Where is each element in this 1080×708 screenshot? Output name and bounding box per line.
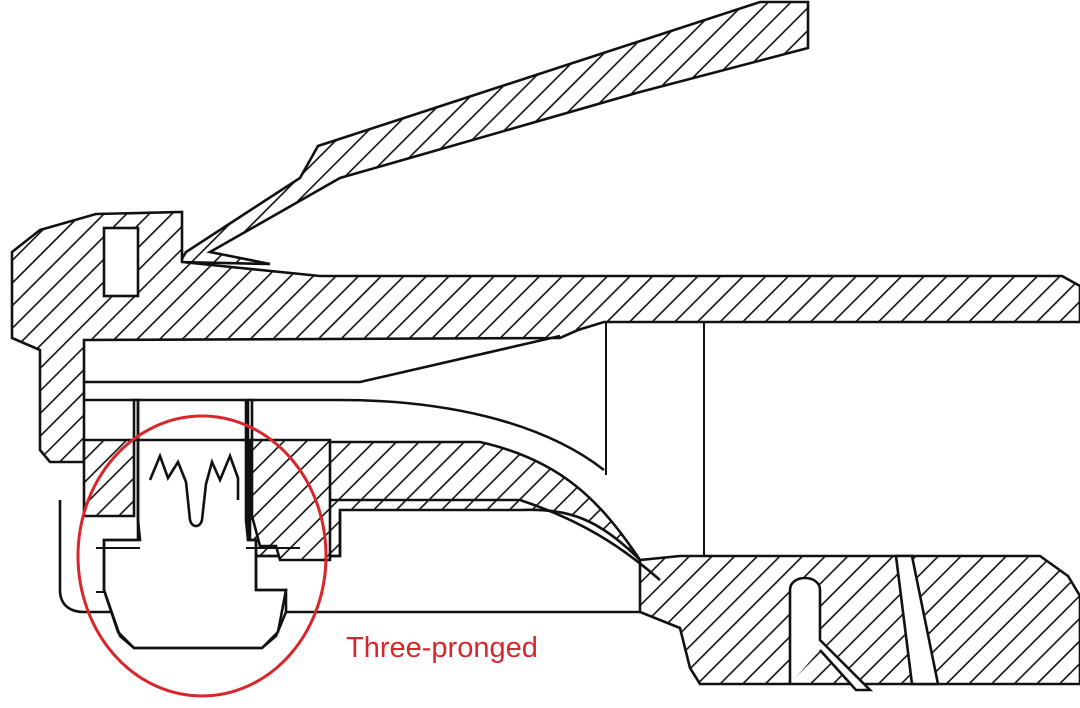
bottom-notch	[788, 576, 874, 692]
latch-lever	[177, 0, 810, 266]
bottom-wedge	[894, 554, 940, 686]
inner-channel	[84, 398, 605, 472]
contact-body-outline	[102, 400, 288, 650]
right-contact-wall	[250, 438, 332, 562]
inner-taper	[84, 334, 561, 384]
callout-ring	[76, 414, 328, 698]
bottom-floor	[58, 500, 640, 614]
left-contact-wall	[82, 438, 136, 518]
callout-label: Three-pronged	[346, 632, 538, 664]
ramp-contour	[250, 498, 661, 581]
prong-teeth	[148, 452, 240, 528]
housing-upper-wall	[10, 210, 1080, 464]
latch-slot	[102, 226, 140, 298]
